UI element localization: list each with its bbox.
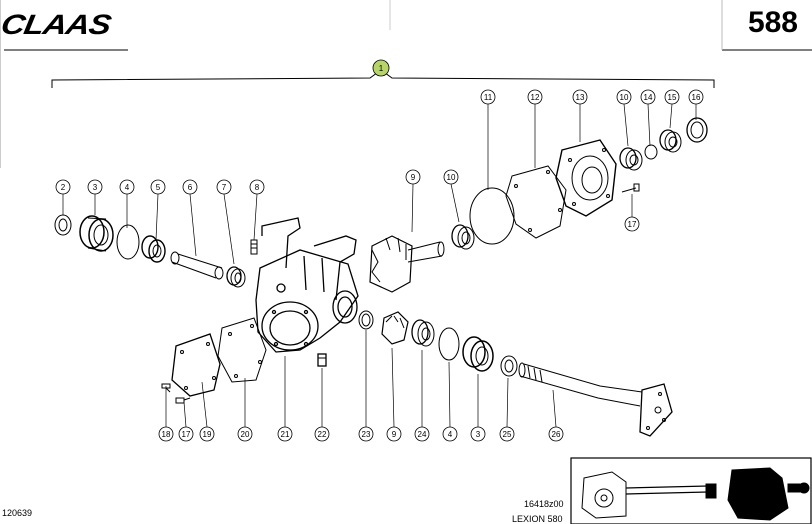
- callout-6: 6: [188, 183, 193, 192]
- bolt-17-lower: [175, 397, 191, 404]
- pinion-9-lower: [381, 311, 409, 345]
- model-name: LEXION 580: [512, 514, 563, 524]
- cover-plate-19: [171, 333, 221, 397]
- location-inset: [570, 457, 812, 524]
- callout-10: 10: [447, 173, 456, 182]
- callout-18: 18: [162, 430, 171, 439]
- callout-17: 17: [628, 220, 637, 229]
- bearing-5: [141, 235, 166, 263]
- callout-1: 1: [379, 64, 384, 73]
- bearing-10-upper: [451, 224, 475, 250]
- plug-22: [317, 353, 327, 367]
- header-rules: [0, 0, 812, 168]
- o-ring-11: [469, 187, 515, 245]
- bearing-3-right: [462, 336, 494, 372]
- callout-2: 2: [61, 183, 66, 192]
- gasket-20: [217, 317, 267, 383]
- bearing-10-right: [619, 147, 643, 171]
- seal-25: [500, 355, 518, 377]
- drawing-reference: 16418z00: [524, 499, 564, 509]
- callout-4: 4: [448, 430, 453, 439]
- callout-11: 11: [484, 93, 493, 102]
- callout-22: 22: [318, 430, 327, 439]
- bearing-15: [659, 129, 682, 153]
- bevel-gear-9-upper: [369, 235, 445, 293]
- gasket-12: [505, 165, 567, 239]
- seal-16: [686, 117, 708, 143]
- bolt-18: [161, 383, 171, 393]
- callout-4: 4: [125, 183, 130, 192]
- callout-14: 14: [644, 93, 653, 102]
- callout-3: 3: [93, 183, 98, 192]
- leader-lines: [62, 103, 697, 428]
- bearing-24: [411, 319, 435, 347]
- o-ring-4-left: [116, 224, 140, 260]
- ring-14: [644, 144, 658, 160]
- output-shaft-26: [518, 362, 673, 437]
- callout-8: 8: [255, 183, 260, 192]
- callout-12: 12: [531, 93, 540, 102]
- callout-7: 7: [222, 183, 227, 192]
- sleeve-6: [170, 251, 224, 280]
- callout-23: 23: [362, 430, 371, 439]
- breather-8: [250, 239, 258, 255]
- callout-19: 19: [203, 430, 212, 439]
- gearbox-housing-21: [255, 217, 359, 353]
- callout-9: 9: [392, 430, 397, 439]
- cover-13: [555, 139, 617, 217]
- callout-15: 15: [668, 93, 677, 102]
- ring-23: [358, 310, 374, 330]
- page-number: 588: [747, 6, 798, 39]
- callout-24: 24: [418, 430, 427, 439]
- callout-3: 3: [476, 430, 481, 439]
- document-id: 120639: [2, 508, 33, 518]
- callout-labels: 1 2 3 4 5 6 7 8 9 10 11 12 13 10 14 15 1…: [61, 64, 701, 439]
- callout-25: 25: [503, 430, 512, 439]
- bearing-3-left: [79, 215, 114, 252]
- seal-ring-2: [54, 214, 72, 236]
- callout-17: 17: [182, 430, 191, 439]
- callout-16: 16: [692, 93, 701, 102]
- bolt-17-upper: [621, 183, 640, 193]
- callout-21: 21: [281, 430, 290, 439]
- callout-9: 9: [411, 173, 416, 182]
- callout-20: 20: [241, 430, 250, 439]
- callout-13: 13: [576, 93, 585, 102]
- callout-circles: [55, 59, 704, 442]
- callout-5: 5: [156, 183, 161, 192]
- bearing-7: [226, 266, 246, 288]
- callout-26: 26: [552, 430, 561, 439]
- o-ring-4-right: [438, 327, 460, 361]
- callout-10: 10: [620, 93, 629, 102]
